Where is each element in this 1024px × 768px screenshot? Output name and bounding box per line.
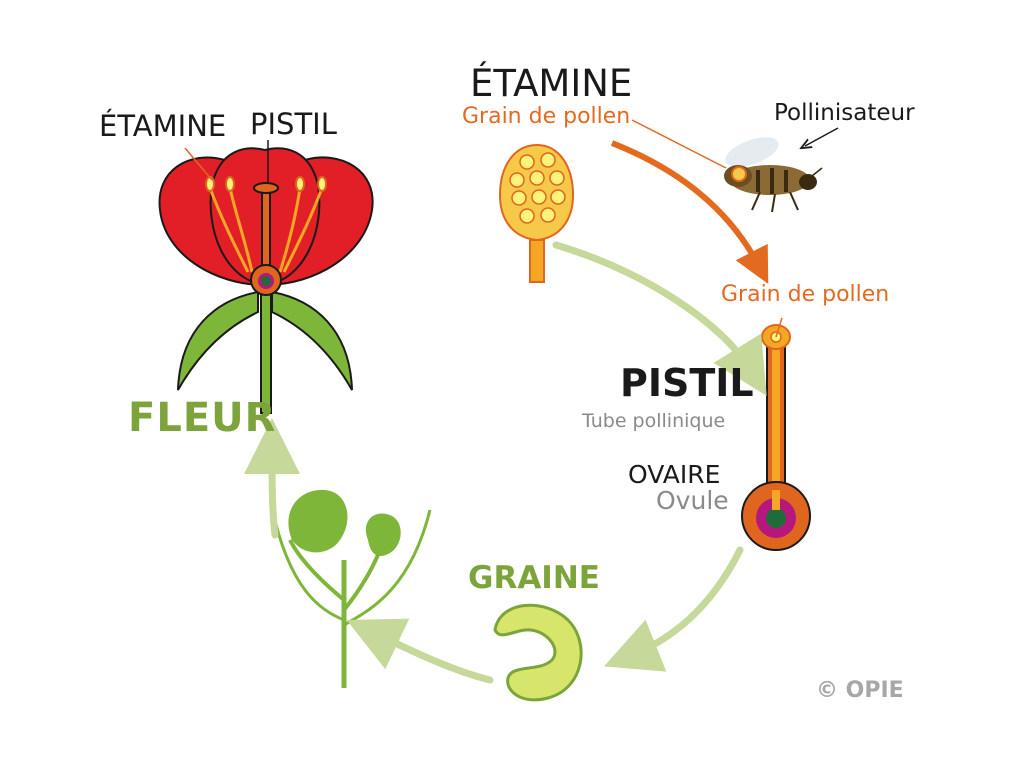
arrow-seed-to-seedling [346,618,494,684]
stamen-illustration [498,119,727,283]
arrow-stamen-to-pistil [552,241,767,396]
cycle-arrows [244,241,767,684]
label-tube-pollinique: Tube pollinique [582,410,726,432]
label-graine: GRAINE [468,560,600,596]
label-grain-pollen-right: Grain de pollen [721,282,890,307]
bee-icon [724,137,823,213]
label-grain-pollen-top: Grain de pollen [462,104,631,129]
arrow-ovary-to-seed [604,546,744,672]
flower-illustration [158,140,374,414]
seed-illustration [493,603,583,702]
pollen-transport-arrow [610,140,769,284]
label-pistil-stage: PISTIL [620,361,754,405]
pistil-illustration [741,317,811,551]
label-pollinisateur: Pollinisateur [774,100,915,126]
copyright-notice: © OPIE [816,678,904,703]
label-etamine-stage: ÉTAMINE [470,62,633,105]
label-ovaire: OVAIRE [628,460,721,489]
arrow-seedling-to-flower [244,418,301,539]
label-ovule: Ovule [656,486,729,515]
label-pistil-flower: PISTIL [250,107,337,141]
label-etamine-flower: ÉTAMINE [99,109,227,143]
seedling-illustration [270,489,432,688]
label-fleur: FLEUR [128,395,277,441]
pollinator-pointer [805,127,839,146]
